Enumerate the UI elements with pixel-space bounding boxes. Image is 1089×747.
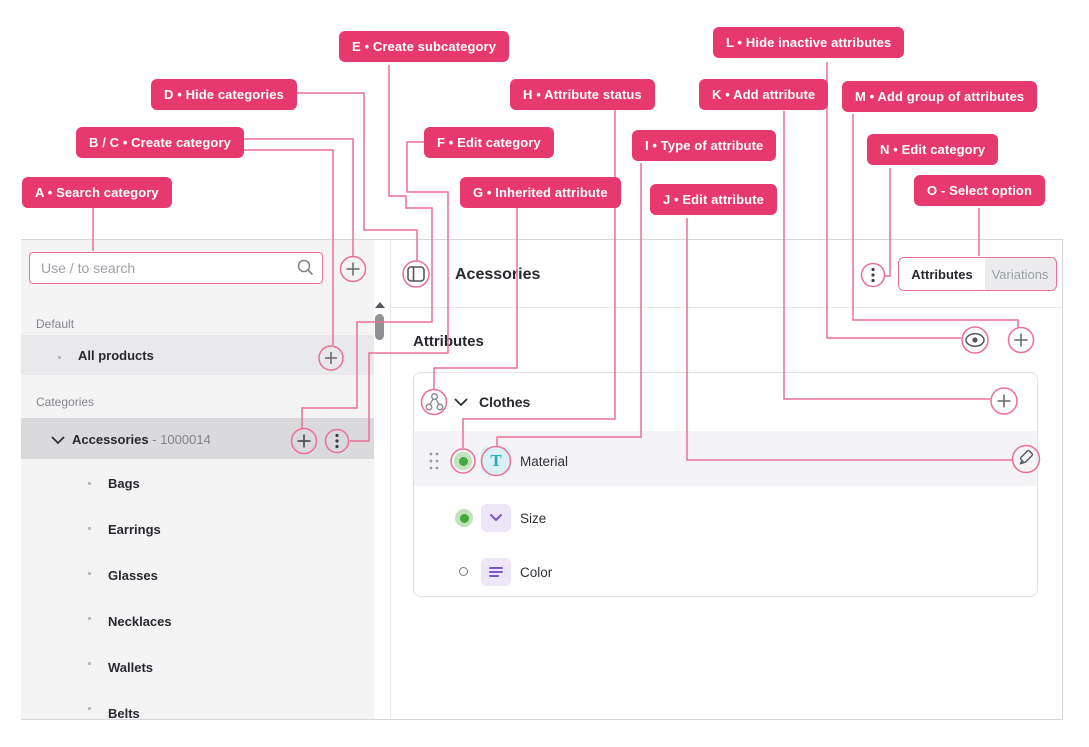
header-divider xyxy=(391,307,1062,308)
annotation-label-a: A • Search category xyxy=(22,177,172,208)
annotation-label-f: F • Edit category xyxy=(424,127,554,158)
status-dot-active[interactable] xyxy=(455,509,473,527)
tree-item-accessories-name: Accessories xyxy=(72,432,149,447)
tree-item-child[interactable]: Necklaces xyxy=(108,614,172,629)
annotation-label-o: O - Select option xyxy=(914,175,1045,206)
tab-switcher: Attributes Variations xyxy=(898,257,1057,291)
attribute-name: Material xyxy=(520,454,569,469)
annotation-label-g: G • Inherited attribute xyxy=(460,177,621,208)
annotation-label-e: E • Create subcategory xyxy=(339,31,510,62)
page-title: Acessories xyxy=(455,266,541,283)
list-icon xyxy=(489,567,503,577)
annotation-label-d: D • Hide categories xyxy=(151,79,297,110)
annotation-line-d xyxy=(289,92,418,261)
select-attribute-type-icon xyxy=(481,504,511,532)
annotation-label-i: I • Type of attribute xyxy=(632,130,777,161)
annotation-label-k: K • Add attribute xyxy=(699,79,829,110)
tree-item-all-products-label: All products xyxy=(78,348,154,363)
tree-item-child[interactable]: Glasses xyxy=(108,568,158,583)
attributes-section-heading: Attributes xyxy=(413,333,484,350)
annotation-label-j: J • Edit attribute xyxy=(650,184,777,215)
tree-item-child[interactable]: Earrings xyxy=(108,522,161,537)
annotation-label-l: L • Hide inactive attributes xyxy=(713,27,905,58)
attribute-group-name: Clothes xyxy=(479,394,531,410)
section-label-categories: Categories xyxy=(36,395,95,409)
sidebar-divider xyxy=(390,240,391,719)
multiselect-attribute-type-icon xyxy=(481,558,511,586)
chevron-down-icon xyxy=(490,514,502,521)
tree-item-child[interactable]: Belts xyxy=(108,706,140,721)
letter-t-glyph: T xyxy=(490,451,502,470)
tree-item-accessories: Accessories - 1000014 xyxy=(72,432,211,447)
attribute-name: Color xyxy=(520,565,553,580)
text-attribute-type-icon: T xyxy=(481,447,511,475)
attribute-name: Size xyxy=(520,511,547,526)
tab-attributes[interactable]: Attributes xyxy=(899,258,985,290)
sidebar-scrollbar-thumb[interactable] xyxy=(375,314,384,340)
annotation-label-h: H • Attribute status xyxy=(510,79,655,110)
status-dot-active[interactable] xyxy=(454,452,472,470)
tree-item-accessories-code: - 1000014 xyxy=(152,432,211,447)
section-label-default: Default xyxy=(36,317,75,331)
tab-variations[interactable]: Variations xyxy=(985,258,1055,290)
tree-item-child[interactable]: Bags xyxy=(108,476,140,491)
search-input[interactable] xyxy=(29,252,323,284)
annotation-label-n: N • Edit category xyxy=(867,134,999,165)
tree-item-child[interactable]: Wallets xyxy=(108,660,154,675)
annotation-label-m: M • Add group of attributes xyxy=(842,81,1038,112)
category-tree-sidebar xyxy=(21,240,374,719)
tree-row-all-products[interactable] xyxy=(21,335,374,375)
annotation-label-bc: B / C • Create category xyxy=(76,127,244,158)
status-dot-inactive[interactable] xyxy=(459,567,468,576)
